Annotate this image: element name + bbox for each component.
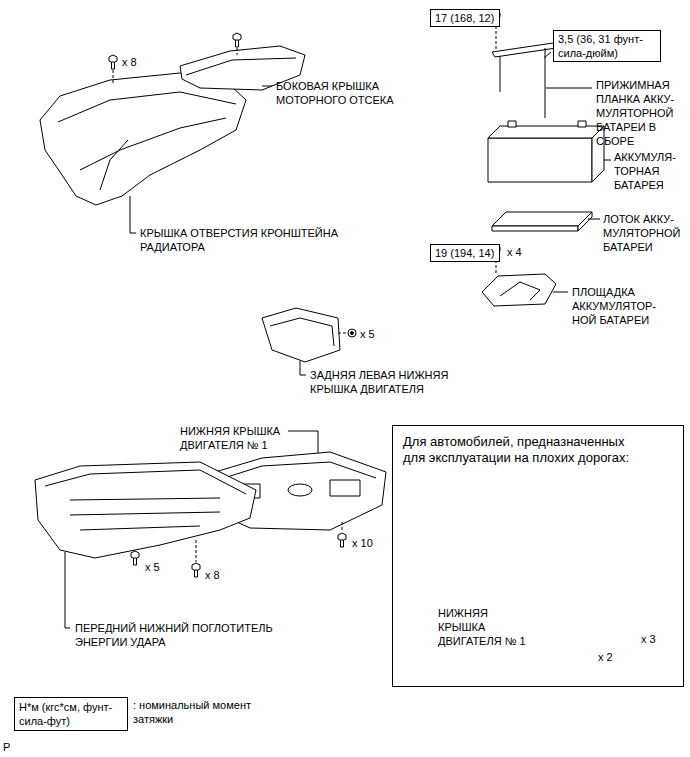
cover-edge [186, 58, 296, 75]
drain-hole [288, 484, 312, 496]
absorber-rib [45, 470, 246, 494]
leader-line [262, 86, 272, 87]
leader-line [65, 552, 70, 628]
note-heading: Для автомобилей, предназначенных для экс… [403, 434, 633, 466]
bolt-axis [496, 260, 497, 274]
bolt-axis [338, 333, 347, 334]
clip-symbol [348, 329, 356, 337]
bolt-axis [496, 26, 497, 50]
quantity: x 5 [360, 327, 375, 341]
rear-left-under-cover [262, 308, 340, 362]
legend-text: : номинальный момент затяжки [133, 698, 253, 726]
leader-line [300, 361, 306, 375]
battery-side [592, 126, 604, 182]
torque-box: 19 (194, 14) [430, 244, 500, 262]
leader-line [604, 160, 611, 161]
battery-terminal [508, 121, 516, 127]
leader-line [288, 431, 318, 454]
battery-terminal [578, 121, 586, 127]
battery-tray-rim [578, 212, 592, 231]
part-name: ЗАДНЯЯ ЛЕВАЯ НИЖНЯЯ КРЫШКА ДВИГАТЕЛЯ [310, 368, 485, 396]
torque-box: 3,5 (36, 31 фунт- сила-дюйм) [553, 30, 661, 62]
quantity: x 10 [352, 536, 373, 550]
cover-edge [270, 318, 334, 346]
torque-value: 17 (168, 12) [435, 11, 495, 25]
note-box: Для автомобилей, предназначенных для экс… [392, 425, 684, 687]
part-name: КРЫШКА ОТВЕРСТИЯ КРОНШТЕЙНА РАДИАТОРА [140, 226, 385, 254]
part-name: ПЕРЕДНИЙ НИЖНИЙ ПОГЛОТИТЕЛЬ ЭНЕРГИИ УДАР… [75, 621, 320, 649]
front-energy-absorber [35, 462, 256, 558]
absorber-rib [70, 512, 220, 515]
battery-carrier [482, 274, 556, 306]
page-mark: P [3, 740, 10, 754]
quantity: x 8 [205, 568, 220, 582]
part-name: НИЖНЯЯ КРЫШКА ДВИГАТЕЛЯ № 1 [180, 424, 310, 452]
absorber-rib [80, 526, 200, 530]
bolt-symbol [131, 551, 139, 565]
leader-line [546, 88, 562, 89]
cover-rib [80, 118, 226, 170]
battery [488, 138, 592, 182]
part-name: ЛОТОК АККУ- МУЛЯТОРНОЙ БАТАРЕИ [603, 212, 685, 254]
battery-tray [492, 212, 592, 226]
torque-box: 17 (168, 12) [430, 9, 500, 27]
quantity: x 8 [122, 55, 137, 69]
radiator-opening-cover [40, 73, 246, 205]
part-name: БОКОВАЯ КРЫШКА МОТОРНОГО ОТСЕКА [276, 79, 451, 107]
leader-line [553, 292, 568, 293]
cover-ridge [58, 92, 236, 122]
leader-line [544, 52, 551, 58]
bolt-symbol [233, 33, 241, 47]
part-name: АККУМУЛЯ- ТОРНАЯ БАТАРЕЯ [614, 150, 686, 192]
battery-top [488, 126, 604, 138]
leader-line [130, 196, 131, 233]
carrier-rib [500, 282, 540, 300]
quantity: x 3 [641, 632, 656, 646]
bolt-axis [237, 48, 238, 55]
quantity: x 5 [145, 560, 160, 574]
leader-line [588, 219, 600, 220]
bolt-axis [113, 70, 114, 84]
battery-tray-rim [492, 226, 578, 231]
bolt-symbol [192, 563, 200, 577]
torque-value: 19 (194, 14) [435, 246, 495, 260]
part-name: НИЖНЯЯ КРЫШКА ДВИГАТЕЛЯ № 1 [438, 606, 538, 648]
bolt-symbol [109, 55, 117, 69]
bolt-axis [196, 540, 197, 562]
bolt-symbol [338, 533, 346, 547]
absorber-rib [70, 498, 220, 500]
part-name: ПРИЖИМНАЯ ПЛАНКА АККУ- МУЛЯТОРНОЙ БАТАРЕ… [596, 78, 686, 148]
legend-text: Н*м (кгс*см, фунт-сила-фут) [19, 700, 123, 728]
leader-line [130, 233, 136, 234]
clamp-rod [500, 56, 501, 92]
legend-box: Н*м (кгс*см, фунт-сила-фут): номинальный… [14, 697, 128, 731]
clamp-rod [545, 48, 546, 118]
quantity: x 4 [507, 245, 522, 259]
quantity: x 2 [598, 650, 613, 664]
bolt-axis [342, 522, 343, 532]
torque-value: 3,5 (36, 31 фунт- сила-дюйм) [558, 32, 656, 60]
cover-rib [100, 140, 128, 190]
part-name: ПЛОЩАДКА АККУМУЛЯТОР- НОЙ БАТАРЕИ [572, 285, 677, 327]
cover-panel [330, 480, 360, 496]
leader-line [562, 88, 592, 89]
